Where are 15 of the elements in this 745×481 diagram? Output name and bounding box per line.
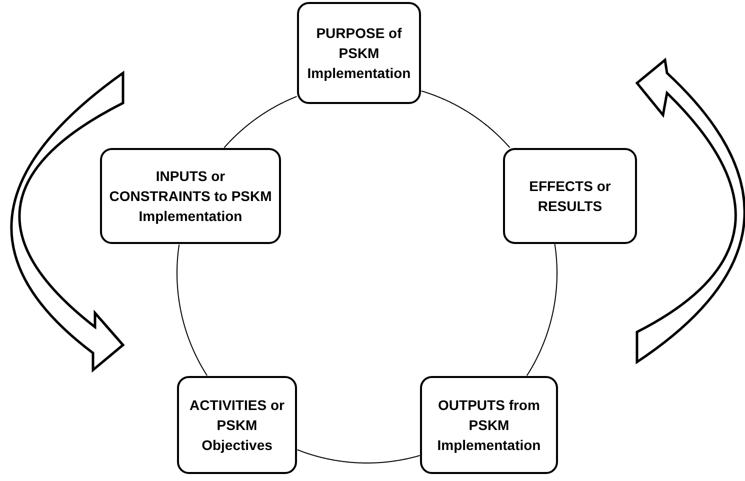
box-label: OUTPUTS from PSKM Implementation <box>436 396 542 456</box>
connector-line <box>296 449 420 464</box>
connector-line <box>176 244 208 376</box>
process-box <box>297 2 421 104</box>
process-box <box>177 376 297 474</box>
connector-line <box>526 244 558 376</box>
box-label: ACTIVITIES or PSKM Objectives <box>188 396 286 456</box>
connector-line <box>420 90 510 148</box>
process-box <box>100 148 281 244</box>
connector-line <box>224 96 298 148</box>
process-box <box>503 148 637 244</box>
box-label: PURPOSE of PSKM Implementation <box>306 24 412 84</box>
box-label: INPUTS or CONSTRAINTS to PSKM Implementation <box>108 166 273 226</box>
process-box <box>420 376 558 474</box>
box-label: EFFECTS or RESULTS <box>528 176 612 216</box>
